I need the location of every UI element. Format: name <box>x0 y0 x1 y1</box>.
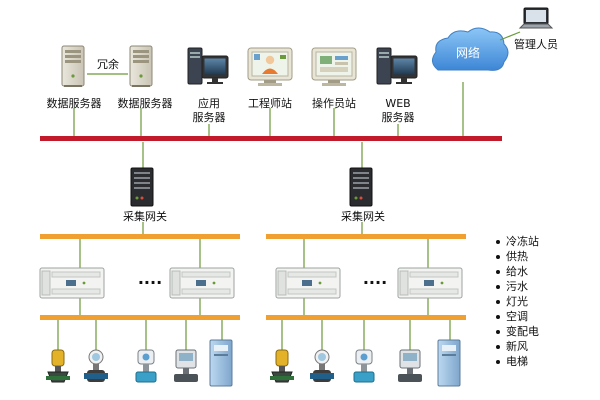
bullet-icon <box>496 360 500 364</box>
legend-item: 给水 <box>496 264 539 279</box>
server-tower-icon <box>129 45 153 87</box>
instrument-meter-icon <box>398 349 422 382</box>
bullet-icon <box>496 270 500 274</box>
transmitter-icon <box>135 349 157 383</box>
legend-item: 新风 <box>496 339 539 354</box>
controller-links <box>79 239 429 315</box>
admin-laptop <box>518 7 554 29</box>
controllers <box>39 267 463 299</box>
cabinet-icon <box>437 339 461 387</box>
application-server <box>187 47 229 85</box>
web-server <box>376 47 418 85</box>
redundancy-label: 冗余 <box>97 57 119 71</box>
server-label: 服务器 <box>382 111 415 124</box>
bullet-icon <box>496 330 500 334</box>
cloud-label: 网络 <box>456 45 480 60</box>
server-monitor-icon <box>187 47 229 85</box>
subsystem-legend: 冷冻站 供热 给水 污水 灯光 空调 变配电 新风 电梯 <box>496 234 539 369</box>
legend-item: 灯光 <box>496 294 539 309</box>
server-label: WEB <box>385 97 410 110</box>
data-server-1 <box>61 45 85 87</box>
actuator-valve-icon <box>270 349 294 383</box>
field-bus-upper-right <box>266 234 466 239</box>
bullet-icon <box>496 285 500 289</box>
network-cloud: 网络 <box>432 27 509 71</box>
server-label: 数据服务器 <box>118 96 173 110</box>
bullet-icon <box>496 345 500 349</box>
transmitter-icon <box>353 349 375 383</box>
actuator-valve-icon <box>46 349 70 383</box>
laptop-icon <box>518 7 554 29</box>
field-bus-lower-left <box>40 315 240 320</box>
engineer-workstation-icon <box>247 47 293 86</box>
data-server-2 <box>129 45 153 87</box>
field-bus-upper-left <box>40 234 240 239</box>
legend-item: 冷冻站 <box>496 234 539 249</box>
server-label: 服务器 <box>193 111 226 124</box>
legend-item: 空调 <box>496 309 539 324</box>
legend-item: 供热 <box>496 249 539 264</box>
gateway-2 <box>349 167 373 207</box>
bullet-icon <box>496 255 500 259</box>
device-links <box>57 320 451 350</box>
server-tower-icon <box>61 45 85 87</box>
redundancy-link: 冗余 <box>87 57 128 75</box>
controller-module <box>169 267 235 299</box>
bullet-icon <box>496 240 500 244</box>
field-bus-lower-right <box>266 315 466 320</box>
cabinet-icon <box>209 339 233 387</box>
gateway-1 <box>130 167 154 207</box>
server-label: 工程师站 <box>248 96 292 110</box>
gateway-label: 采集网关 <box>341 209 385 223</box>
bullet-icon <box>496 315 500 319</box>
operator-workstation <box>311 47 357 86</box>
server-labels: 数据服务器 数据服务器 应用 服务器 工程师站 操作员站 WEB 服务器 <box>47 96 415 124</box>
legend-item: 电梯 <box>496 354 539 369</box>
controller-ellipsis: ···· <box>363 273 387 292</box>
server-label: 应用 <box>198 96 220 110</box>
link-line <box>499 31 521 41</box>
instrument-meter-icon <box>174 349 198 382</box>
controller-ellipsis: ···· <box>138 273 162 292</box>
legend-item: 污水 <box>496 279 539 294</box>
legend-item: 变配电 <box>496 324 539 339</box>
operator-workstation-icon <box>311 47 357 86</box>
server-label: 数据服务器 <box>47 96 102 110</box>
controller-module <box>275 267 341 299</box>
flow-meter-icon <box>84 349 108 382</box>
server-links <box>73 82 464 236</box>
field-buses <box>40 234 466 320</box>
engineer-workstation <box>247 47 293 86</box>
main-bus <box>40 136 502 141</box>
gateway-label: 采集网关 <box>123 209 167 223</box>
web-server-monitor-icon <box>376 47 418 85</box>
admin-label: 管理人员 <box>514 37 558 51</box>
controller-module <box>39 267 105 299</box>
controller-module <box>397 267 463 299</box>
bullet-icon <box>496 300 500 304</box>
gateway-icon <box>130 167 154 207</box>
gateway-icon <box>349 167 373 207</box>
flow-meter-icon <box>310 349 334 382</box>
server-label: 操作员站 <box>312 96 356 110</box>
cloud-icon <box>432 27 509 71</box>
field-devices <box>46 339 461 387</box>
